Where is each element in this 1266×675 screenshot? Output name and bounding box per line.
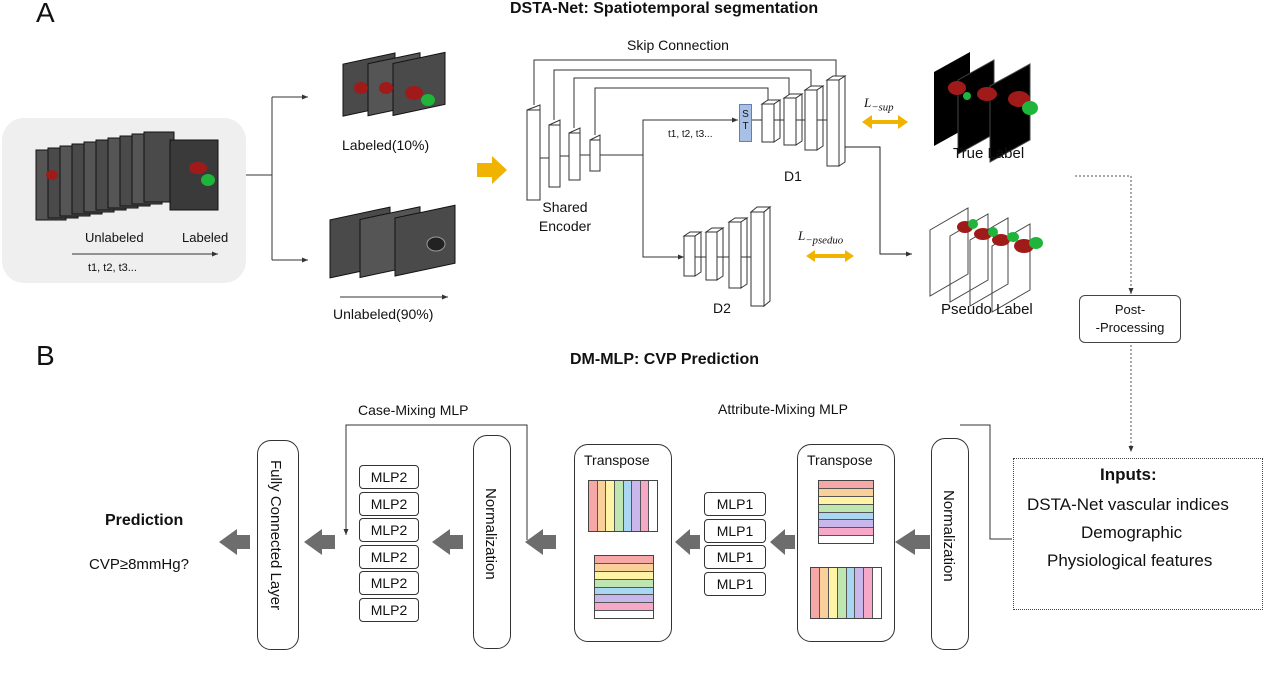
grid-stripe — [595, 603, 653, 612]
grid-stripe — [846, 568, 856, 618]
fully-connected-layer-box — [257, 440, 299, 650]
prediction-question: CVP≥8mmHg? — [89, 556, 189, 573]
grid-stripe — [623, 481, 633, 531]
grid-stripe — [837, 568, 847, 618]
normalization-1-label: Normalization — [482, 488, 499, 580]
grid-stripe — [640, 481, 650, 531]
loss-sup: L−sup — [864, 95, 894, 114]
grid-stripe — [819, 528, 873, 537]
grid-stripe — [606, 481, 615, 531]
pseudo-label-caption: Pseudo Label — [941, 301, 1033, 318]
loss-sup-symbol: L — [864, 95, 872, 110]
unlabeled-caption: Unlabeled(90%) — [333, 306, 434, 322]
loss-pseudo: L−pseduo — [798, 228, 843, 247]
post-processing-box: Post- -Processing — [1079, 295, 1181, 343]
input-labeled-label: Labeled — [182, 230, 229, 245]
pseudo-label-frames — [929, 207, 1043, 313]
input-unlabeled-label: Unlabeled — [85, 230, 144, 245]
input-time-label: t1, t2, t3... — [88, 262, 137, 274]
case-mixing-title: Case-Mixing MLP — [358, 402, 469, 418]
shared-encoder-label: Shared Encoder — [538, 199, 592, 234]
input-frames — [35, 131, 219, 221]
grid-stripe — [589, 481, 598, 531]
mlp2-block: MLP2 — [359, 597, 419, 622]
d2-label: D2 — [713, 300, 731, 316]
st-block: S T — [739, 104, 752, 142]
mlp1-block: MLP1 — [704, 518, 766, 543]
grid-stripe — [614, 481, 624, 531]
grid-stripe — [597, 481, 607, 531]
grid-stripe — [819, 481, 873, 489]
grid-stripe — [595, 595, 653, 604]
transpose-1-output-grid — [594, 555, 654, 619]
transpose-2-output-grid — [810, 567, 882, 619]
grid-stripe — [595, 579, 653, 588]
transpose-1-input-grid — [588, 480, 658, 532]
mlp2-block: MLP2 — [359, 518, 419, 542]
grid-stripe — [819, 496, 873, 505]
mlp1-block: MLP1 — [704, 545, 766, 569]
grid-stripe — [855, 568, 865, 618]
unlabeled-frames — [329, 204, 456, 279]
prediction-title: Prediction — [105, 512, 184, 529]
grid-stripe — [819, 488, 873, 497]
grid-stripe — [811, 568, 820, 618]
loss-pseudo-symbol: L — [798, 228, 806, 243]
grid-stripe — [595, 587, 653, 596]
loss-sup-subscript: −sup — [871, 101, 894, 114]
transpose-2-label: Transpose — [807, 452, 873, 468]
grid-stripe — [819, 504, 873, 513]
transpose-2-input-grid — [818, 480, 874, 544]
grid-stripe — [819, 568, 829, 618]
true-label-frames — [934, 52, 1038, 163]
grid-stripe — [819, 520, 873, 529]
grid-stripe — [864, 568, 874, 618]
grid-stripe — [819, 512, 873, 521]
normalization-2-box — [931, 438, 969, 650]
grid-stripe — [873, 568, 881, 618]
inputs-box — [1013, 458, 1263, 610]
mlp1-block: MLP1 — [704, 492, 766, 516]
transpose-1-box — [574, 444, 672, 642]
mlp1-block: MLP1 — [704, 571, 766, 596]
inputs-item-3: Physiological features — [1047, 551, 1213, 570]
grid-stripe — [595, 571, 653, 580]
grid-stripe — [649, 481, 657, 531]
normalization-1-box — [473, 435, 511, 649]
d1-label: D1 — [784, 168, 802, 184]
mlp2-block: MLP2 — [359, 544, 419, 569]
panel-b-letter: B — [36, 340, 55, 371]
grid-stripe — [595, 556, 653, 564]
inputs-title: Inputs: — [1100, 465, 1157, 484]
grid-stripe — [828, 568, 838, 618]
inputs-item-2: Demographic — [1081, 523, 1183, 542]
grid-stripe — [595, 611, 653, 618]
true-label-caption: True Label — [953, 145, 1025, 162]
grid-stripe — [632, 481, 641, 531]
attribute-mixing-title: Attribute-Mixing MLP — [718, 401, 848, 417]
mlp2-block: MLP2 — [359, 465, 419, 489]
labeled-caption: Labeled(10%) — [342, 137, 430, 153]
fully-connected-label: Fully Connected Layer — [267, 460, 284, 611]
loss-pseudo-subscript: −pseduo — [805, 234, 844, 247]
grid-stripe — [595, 563, 653, 572]
grid-stripe — [819, 536, 873, 543]
inputs-item-1: DSTA-Net vascular indices — [1027, 495, 1229, 514]
panel-a-title: DSTA-Net: Spatiotemporal segmentation — [510, 0, 819, 17]
mlp2-block: MLP2 — [359, 571, 419, 595]
panel-b-title: DM-MLP: CVP Prediction — [570, 351, 760, 368]
transpose-1-label: Transpose — [584, 452, 650, 468]
skip-connection-label: Skip Connection — [627, 37, 729, 53]
decoder-time-label: t1, t2, t3... — [668, 129, 713, 140]
encoder-blocks — [526, 104, 601, 201]
labeled-frames — [342, 51, 446, 117]
mlp2-block: MLP2 — [359, 491, 419, 516]
normalization-2-label: Normalization — [940, 490, 957, 582]
panel-a-letter: A — [36, 0, 55, 28]
